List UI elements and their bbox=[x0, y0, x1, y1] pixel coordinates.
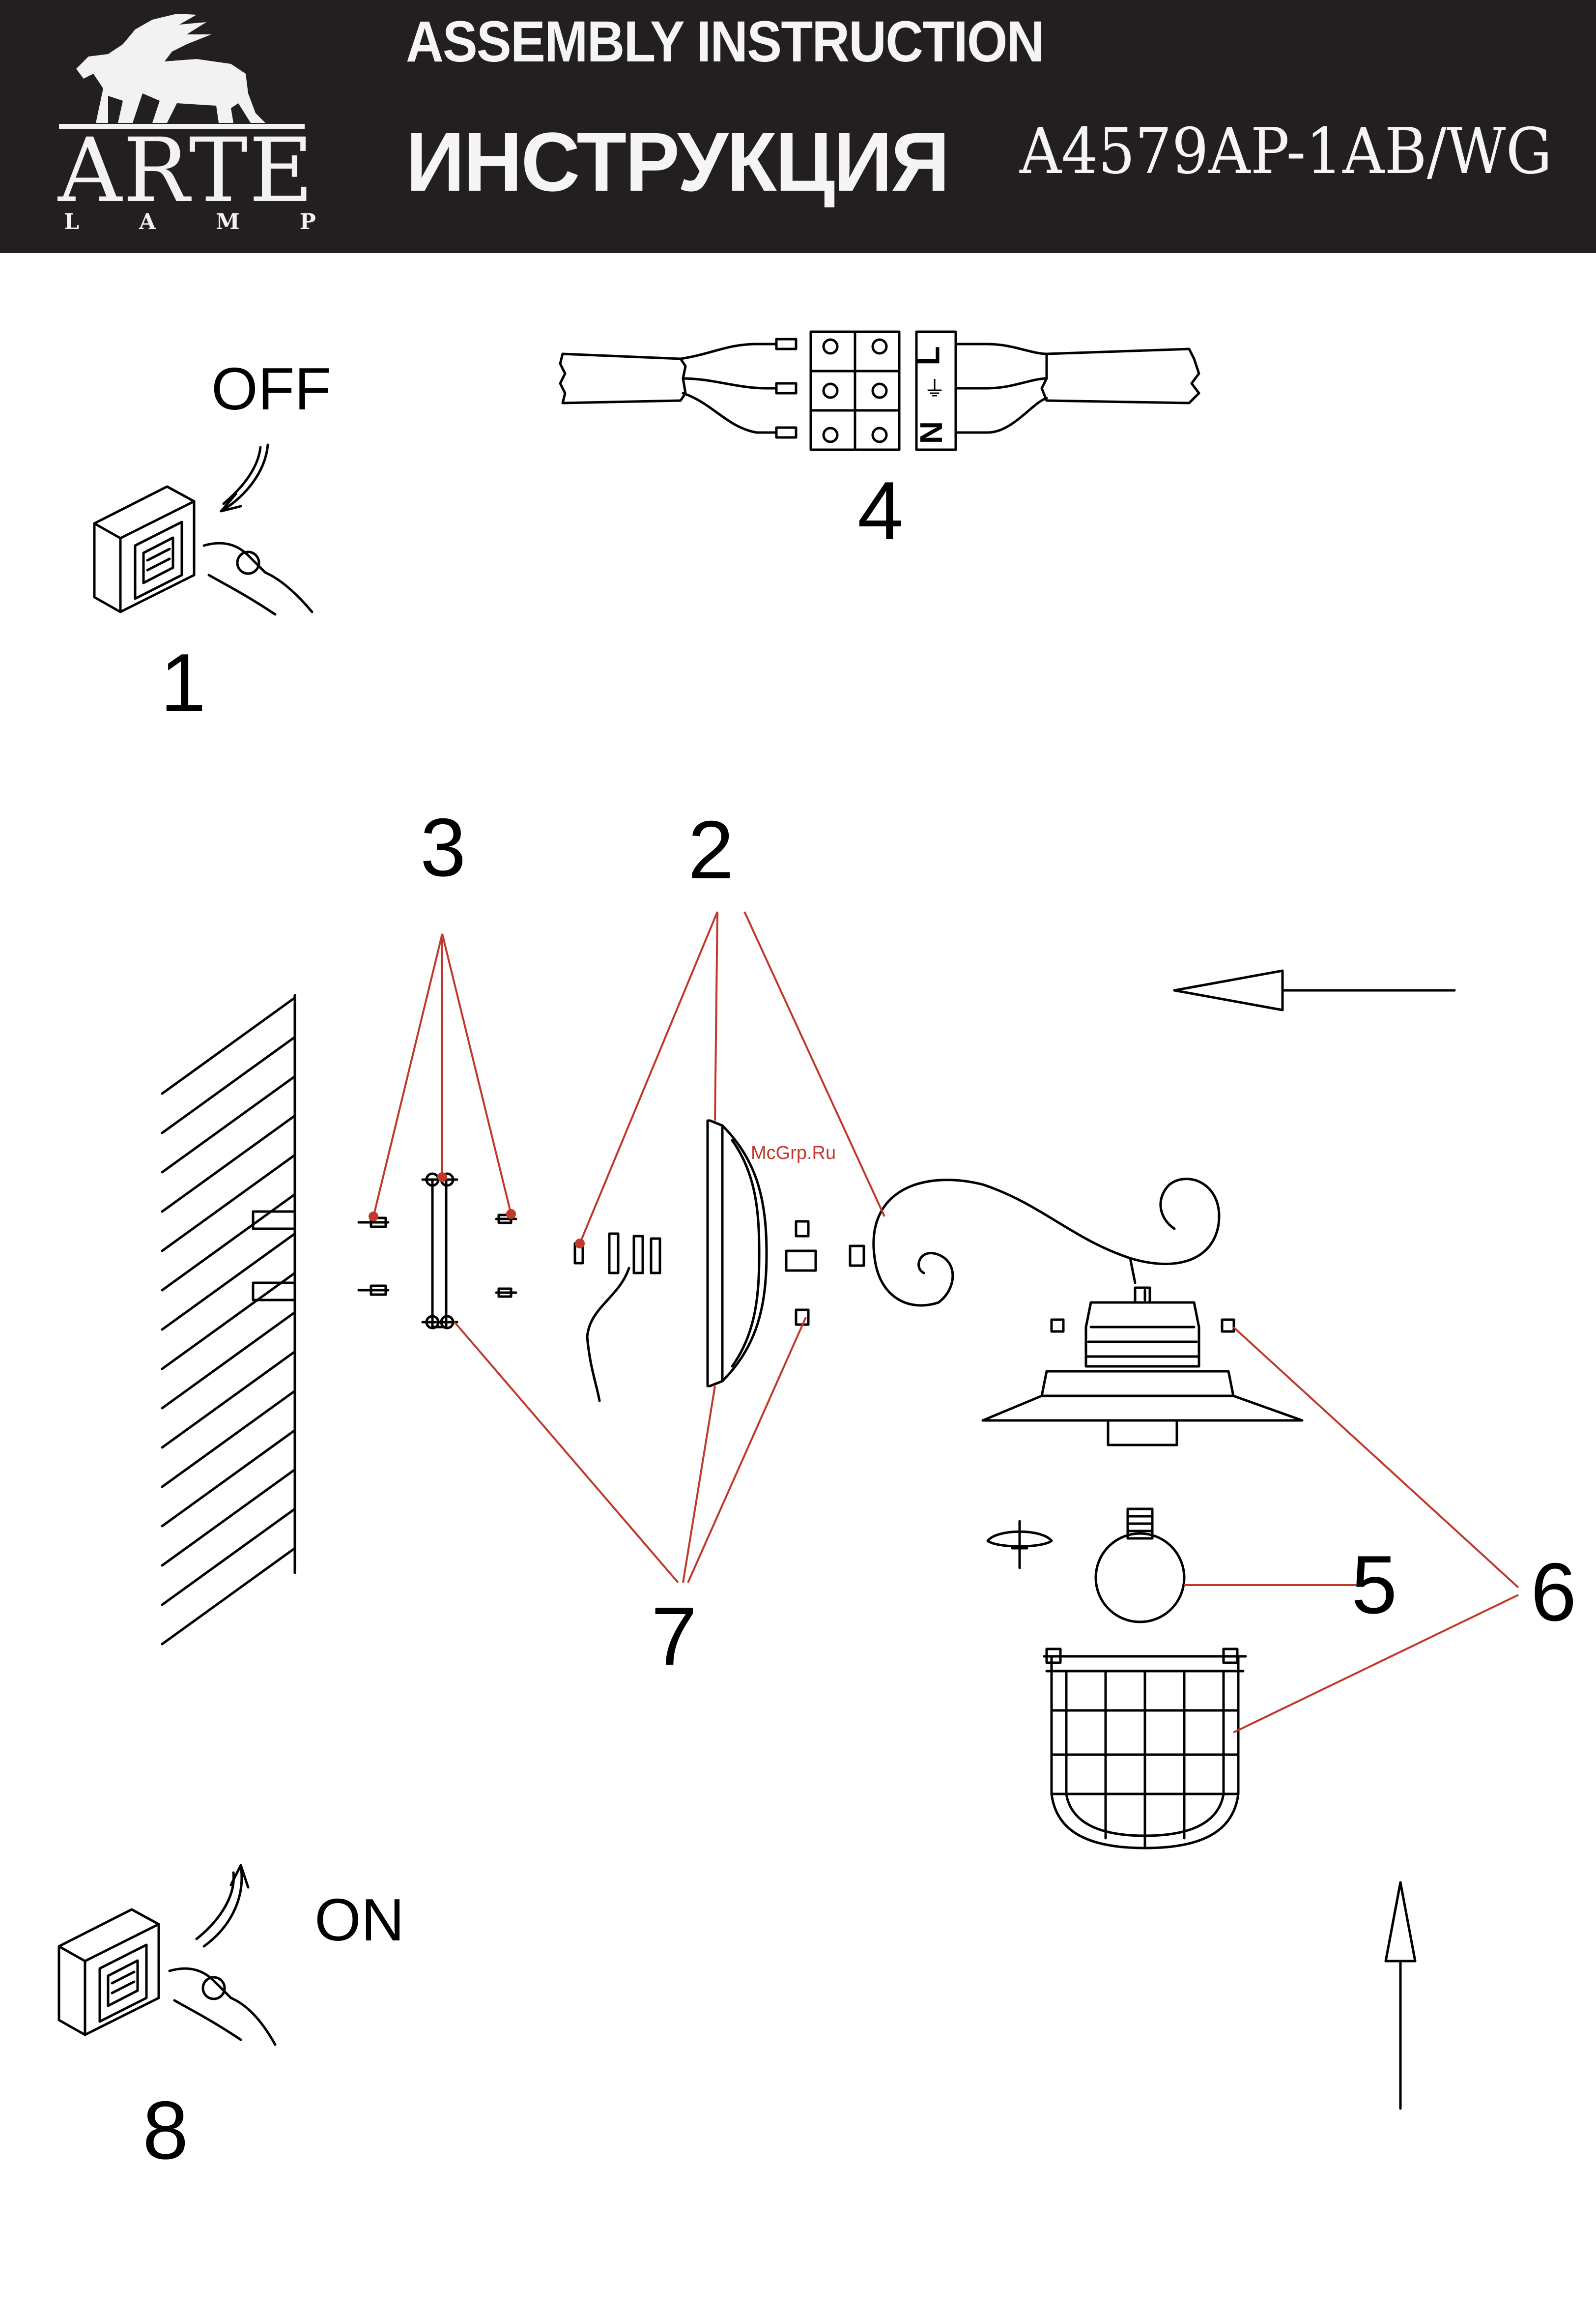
wall-hatching bbox=[162, 995, 295, 1644]
step-4-number: 4 bbox=[857, 469, 903, 552]
lamp-hood-illustration bbox=[983, 1288, 1302, 1445]
step-8-number: 8 bbox=[142, 2089, 188, 2171]
switch-off-label: OFF bbox=[211, 359, 331, 419]
step-7-number: 7 bbox=[651, 1595, 697, 1677]
step-2-number: 2 bbox=[688, 809, 734, 891]
terminal-neutral-label: N bbox=[915, 421, 947, 444]
light-bulb-illustration bbox=[988, 1509, 1184, 1622]
step-5-number: 5 bbox=[1351, 1543, 1397, 1626]
step-6-number: 6 bbox=[1531, 1551, 1576, 1633]
step-3-number: 3 bbox=[420, 806, 466, 889]
terminal-live-label: L bbox=[913, 346, 944, 365]
terminal-block-illustration bbox=[560, 332, 1199, 450]
watermark: McGrp.Ru bbox=[751, 1144, 836, 1162]
mounting-bracket-illustration bbox=[359, 1174, 516, 1328]
earth-icon: ⏚ bbox=[924, 378, 945, 400]
direction-arrows bbox=[1174, 971, 1454, 2109]
scroll-arm-illustration bbox=[850, 1179, 1219, 1305]
switch-on-label: ON bbox=[314, 1890, 404, 1950]
leader-lines bbox=[370, 912, 1518, 1733]
wall-switch-off-illustration bbox=[94, 445, 312, 614]
step-1-number: 1 bbox=[160, 641, 206, 724]
protective-cage-illustration bbox=[1044, 1649, 1246, 1848]
wall-switch-on-illustration bbox=[59, 1865, 275, 2045]
